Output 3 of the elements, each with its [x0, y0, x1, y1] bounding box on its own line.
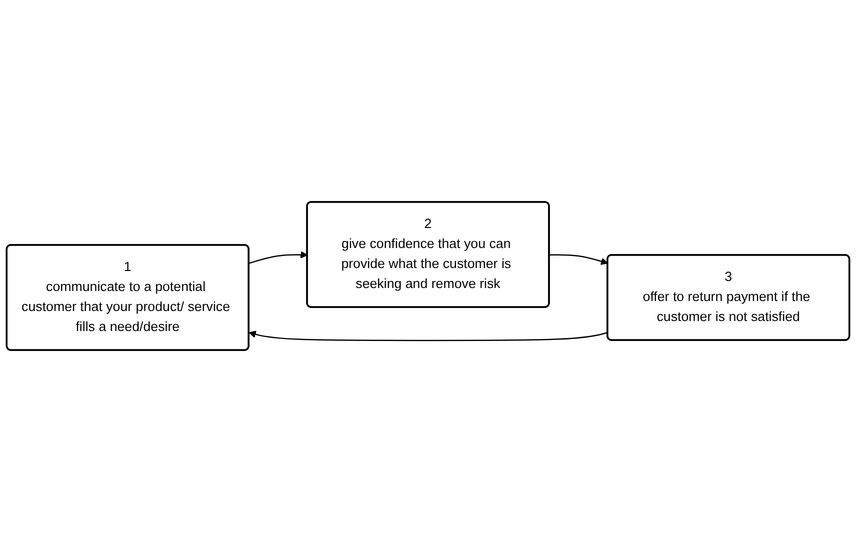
arrow — [248, 330, 608, 342]
arrow — [248, 251, 308, 264]
arrow — [549, 254, 608, 265]
